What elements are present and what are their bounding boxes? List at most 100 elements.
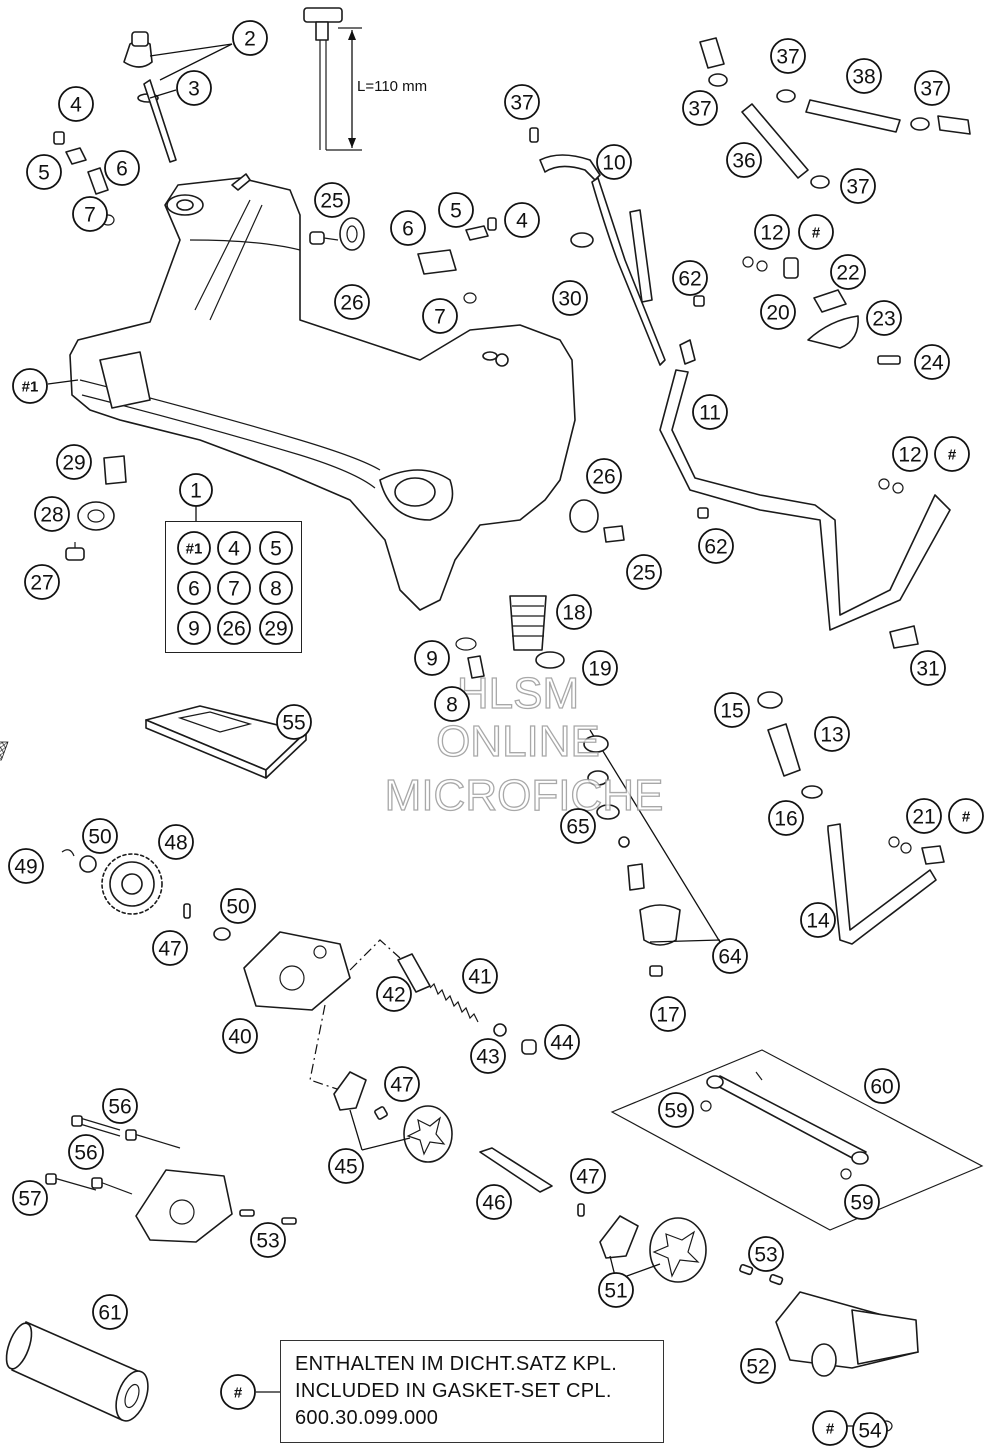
callout-label: 27 (30, 572, 53, 595)
callout-55: 55 (276, 704, 312, 740)
callout-label: 2 (244, 28, 256, 51)
callout-47: 47 (384, 1066, 420, 1102)
callout-17: 17 (650, 996, 686, 1032)
callout-label: 28 (40, 504, 63, 527)
callout-label: 30 (558, 288, 581, 311)
callout-label: 45 (334, 1156, 357, 1179)
callout-label: 7 (434, 306, 446, 329)
dipstick-cap (123, 31, 177, 163)
callout-label: 26 (592, 466, 615, 489)
callout-50: 50 (82, 818, 118, 854)
callout-16: 16 (768, 800, 804, 836)
callout-label: 60 (870, 1076, 893, 1099)
callout-label: 47 (390, 1074, 413, 1097)
hose-assembly-lower-right (757, 691, 945, 945)
callout-27: 27 (24, 564, 60, 600)
callout-label: 48 (164, 832, 187, 855)
pump-rotors (333, 1071, 585, 1217)
callout-20: 20 (760, 294, 796, 330)
callout-9: 9 (414, 640, 450, 676)
callout-59: 59 (844, 1184, 880, 1220)
callout-28: 28 (34, 496, 70, 532)
callout-37: 37 (770, 38, 806, 74)
dipstick-length-label: L=110 mm (357, 78, 428, 95)
kit-item-label: 29 (264, 618, 287, 641)
callout-label: 56 (74, 1142, 97, 1165)
callout-label: 18 (562, 602, 585, 625)
callout-38: 38 (846, 58, 882, 94)
kit-item-29: 29 (259, 611, 293, 645)
lower-pump (599, 1215, 919, 1432)
kit-item-label: 7 (228, 578, 240, 601)
callout-label: 37 (846, 176, 869, 199)
callout-48: 48 (158, 824, 194, 860)
oil-screen (455, 499, 625, 679)
callout-hash: # (934, 436, 970, 472)
callout-65: 65 (560, 808, 596, 844)
callout-label: 22 (836, 262, 859, 285)
callout-57: 57 (12, 1180, 48, 1216)
callout-label: 17 (656, 1004, 679, 1027)
kit-item-label: 6 (188, 578, 200, 601)
callout-label: 3 (188, 78, 200, 101)
callout-15: 15 (714, 692, 750, 728)
callout-47: 47 (570, 1158, 606, 1194)
callout-label: #1 (22, 379, 39, 396)
gasket-kit-box (165, 521, 302, 653)
callout-37: 37 (682, 90, 718, 126)
callout-label: 31 (916, 658, 939, 681)
kit-item-4: 4 (217, 531, 251, 565)
callout-11: 11 (692, 394, 728, 430)
callout-31: 31 (910, 650, 946, 686)
callout-label: 15 (720, 700, 743, 723)
kit-item-6: 6 (177, 571, 211, 605)
oil-tank (69, 173, 576, 611)
callout-label: 49 (14, 856, 37, 879)
callout-label: 65 (566, 816, 589, 839)
callout-label: 12 (898, 444, 921, 467)
callout-label: 37 (920, 78, 943, 101)
callout-5: 5 (26, 154, 62, 190)
watermark: HLSM ONLINE MICROFICHE (384, 668, 664, 820)
callout-label: 41 (468, 966, 491, 989)
callout-8: 8 (434, 686, 470, 722)
kit-item-26: 26 (217, 611, 251, 645)
callout-62: 62 (698, 528, 734, 564)
callout-label: 62 (678, 268, 701, 291)
callout-2: 2 (232, 20, 268, 56)
callout-label: 25 (632, 562, 655, 585)
callout-hash: # (220, 1374, 256, 1410)
callout-label: 55 (282, 712, 305, 735)
callout-37: 37 (914, 70, 950, 106)
kit-item-label: 1 (190, 480, 202, 503)
fittings-right (742, 256, 919, 649)
callout-45: 45 (328, 1148, 364, 1184)
callout-59: 59 (658, 1092, 694, 1128)
callout-43: 43 (470, 1038, 506, 1074)
callout-label: 37 (510, 92, 533, 115)
callout-26: 26 (586, 458, 622, 494)
callout-label: 8 (446, 694, 458, 717)
kit-item-label: 26 (222, 618, 245, 641)
callout-hash: # (948, 798, 984, 834)
callout-37: 37 (840, 168, 876, 204)
hose-assembly-upper (529, 127, 951, 631)
callout-label: 47 (158, 938, 181, 961)
shaft-assembly (610, 1049, 984, 1231)
callout-label: 46 (482, 1192, 505, 1215)
note-line-de: ENTHALTEN IM DICHT.SATZ KPL. (295, 1353, 618, 1375)
callout-56: 56 (68, 1134, 104, 1170)
callout-10: 10 (596, 144, 632, 180)
kit-item-hash1: #1 (177, 531, 211, 565)
kit-item-8: 8 (259, 571, 293, 605)
callout-53: 53 (250, 1222, 286, 1258)
kit-item-label: 9 (188, 618, 200, 641)
callout-62: 62 (672, 260, 708, 296)
callout-label: 40 (228, 1026, 251, 1049)
callout-3: 3 (176, 70, 212, 106)
callout-label: # (234, 1385, 243, 1402)
kit-item-label: 8 (270, 578, 282, 601)
callout-label: 62 (704, 536, 727, 559)
callout-label: 37 (776, 46, 799, 69)
